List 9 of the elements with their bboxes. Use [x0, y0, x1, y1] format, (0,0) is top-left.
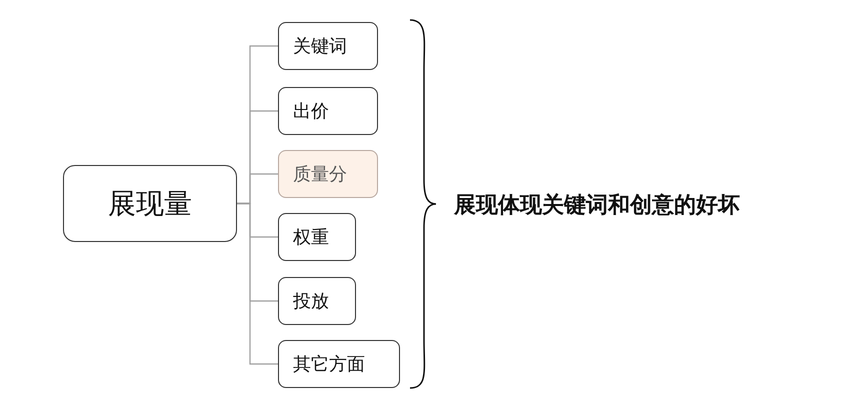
- branch-box: 出价: [278, 87, 378, 135]
- root-box: 展现量: [63, 165, 237, 242]
- branch-box: 其它方面: [278, 340, 400, 388]
- summary-text: 展现体现关键词和创意的好坏: [454, 191, 740, 220]
- connector-line: [237, 202, 278, 365]
- branch-box: 权重: [278, 213, 356, 261]
- branch-box: 投放: [278, 277, 356, 325]
- branch-box: 质量分: [278, 150, 378, 198]
- branch-box: 关键词: [278, 22, 378, 70]
